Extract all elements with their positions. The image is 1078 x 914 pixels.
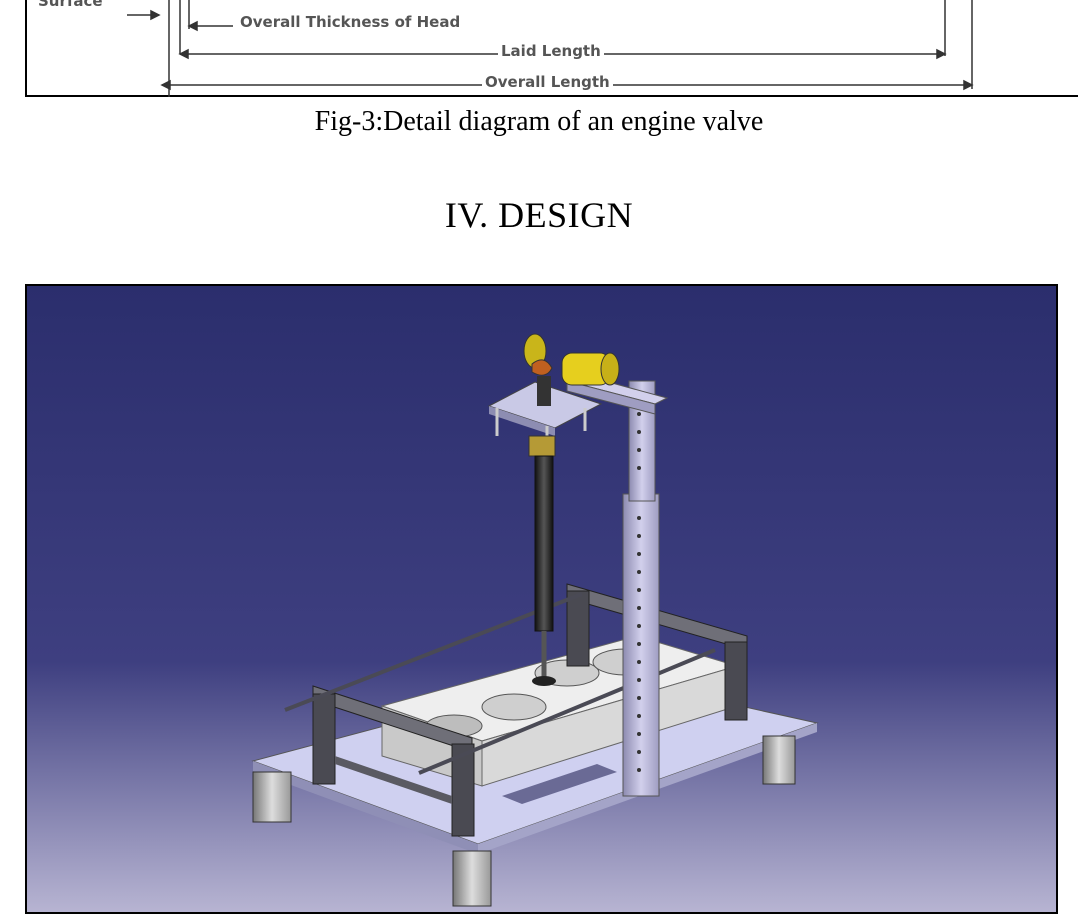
valve-detail-diagram: Surface Overall Thickness of Head Laid L… [25, 0, 1078, 97]
spindle-assembly [528, 435, 556, 686]
overall-length-label: Overall Length [482, 73, 613, 91]
thickness-label: Overall Thickness of Head [237, 13, 464, 31]
valve-lapping-machine-render [27, 286, 1056, 912]
surface-label: Surface [35, 0, 106, 10]
guide-rods [284, 592, 716, 775]
laid-length-label: Laid Length [498, 42, 604, 60]
left-clamp-frame [312, 685, 475, 837]
motor-assembly [487, 333, 620, 448]
cad-render-figure [25, 284, 1058, 914]
section-heading: IV. DESIGN [444, 195, 634, 235]
vertical-column [565, 373, 669, 797]
figure-caption: Fig-3:Detail diagram of an engine valve [314, 106, 764, 137]
base-legs [252, 735, 796, 907]
